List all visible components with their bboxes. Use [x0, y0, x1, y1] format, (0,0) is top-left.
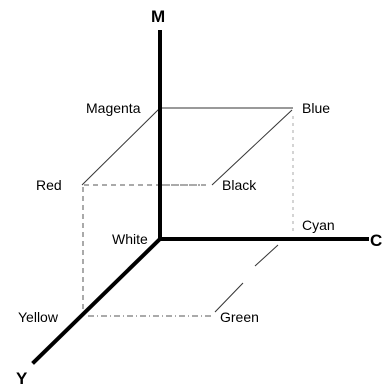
edge-blue-black [211, 109, 293, 186]
axis-label-m: M [151, 7, 165, 26]
vertex-label-green: Green [220, 309, 259, 325]
edge-cyan-green [254, 244, 279, 267]
vertex-label-magenta: Magenta [86, 100, 141, 116]
axis-label-c: C [370, 231, 382, 250]
axes [31, 30, 369, 365]
vertex-label-white: White [112, 231, 148, 247]
edge-cyan-green-lower [214, 282, 244, 313]
vertex-label-yellow: Yellow [18, 309, 59, 325]
axis-label-y: Y [16, 369, 28, 387]
vertex-label-red: Red [36, 177, 62, 193]
cube-edges [81, 107, 294, 317]
edge-magenta-red [81, 107, 161, 186]
vertex-label-cyan: Cyan [302, 217, 335, 233]
vertex-label-blue: Blue [302, 100, 330, 116]
y-axis [31, 236, 163, 365]
vertex-label-black: Black [222, 177, 257, 193]
